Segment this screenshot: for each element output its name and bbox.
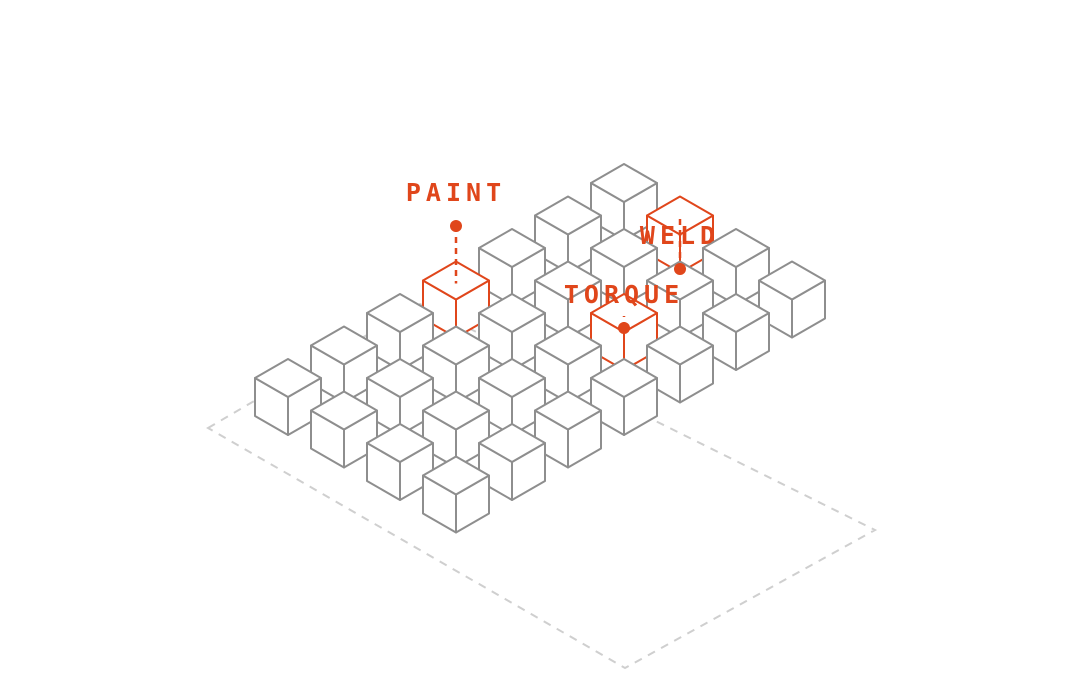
cube-top-face: [366, 423, 434, 463]
cube-top-face: [702, 228, 770, 268]
callout-dot: [450, 220, 462, 232]
callout-dot: [618, 322, 630, 334]
cube-top-face: [366, 293, 434, 333]
cube-top-face: [590, 358, 658, 398]
cube-top-face: [646, 260, 714, 301]
callout-paint: PAINT: [406, 178, 506, 284]
cube: [758, 260, 826, 339]
floor-outline: [206, 302, 878, 670]
callout-label-torque: TORQUE: [564, 280, 684, 309]
cube-top-face: [422, 390, 490, 431]
cube: [646, 325, 714, 404]
cube-top-face: [646, 325, 714, 366]
cube-top-face: [366, 358, 434, 398]
cube-top-face: [478, 423, 546, 463]
cube-top-face: [422, 325, 490, 366]
cube-top-face: [422, 260, 490, 301]
cube: [534, 390, 602, 469]
cube-top-face: [310, 390, 378, 431]
callout-dot: [674, 263, 686, 275]
cube-grid: [254, 163, 826, 534]
cube-top-face: [590, 228, 658, 268]
cube-top-face: [534, 195, 602, 236]
callout-label-weld: WELD: [640, 221, 720, 250]
callout-layer: PAINT TORQUE WELD: [406, 178, 720, 334]
floor-dashed-outline: [206, 302, 878, 670]
cube-top-face: [534, 325, 602, 366]
cube-top-face: [478, 228, 546, 268]
cube-top-face: [590, 163, 658, 203]
cube-top-face: [310, 325, 378, 366]
cube: [366, 293, 434, 371]
cube-top-face: [702, 293, 770, 333]
cube-top-face: [254, 358, 322, 398]
cube-top-face: [478, 293, 546, 333]
cube-top-face: [422, 455, 490, 496]
cube-top-face: [534, 260, 602, 301]
cube-top-face: [758, 260, 826, 301]
cube: [422, 455, 490, 534]
callout-weld: WELD: [640, 218, 720, 275]
cube: [702, 293, 770, 371]
cube: [590, 358, 658, 436]
cube: [478, 293, 546, 371]
callout-label-paint: PAINT: [406, 178, 506, 207]
cube-top-face: [478, 358, 546, 398]
callout-torque: TORQUE: [564, 280, 684, 334]
cube-top-face: [534, 390, 602, 431]
cube: [310, 390, 378, 469]
